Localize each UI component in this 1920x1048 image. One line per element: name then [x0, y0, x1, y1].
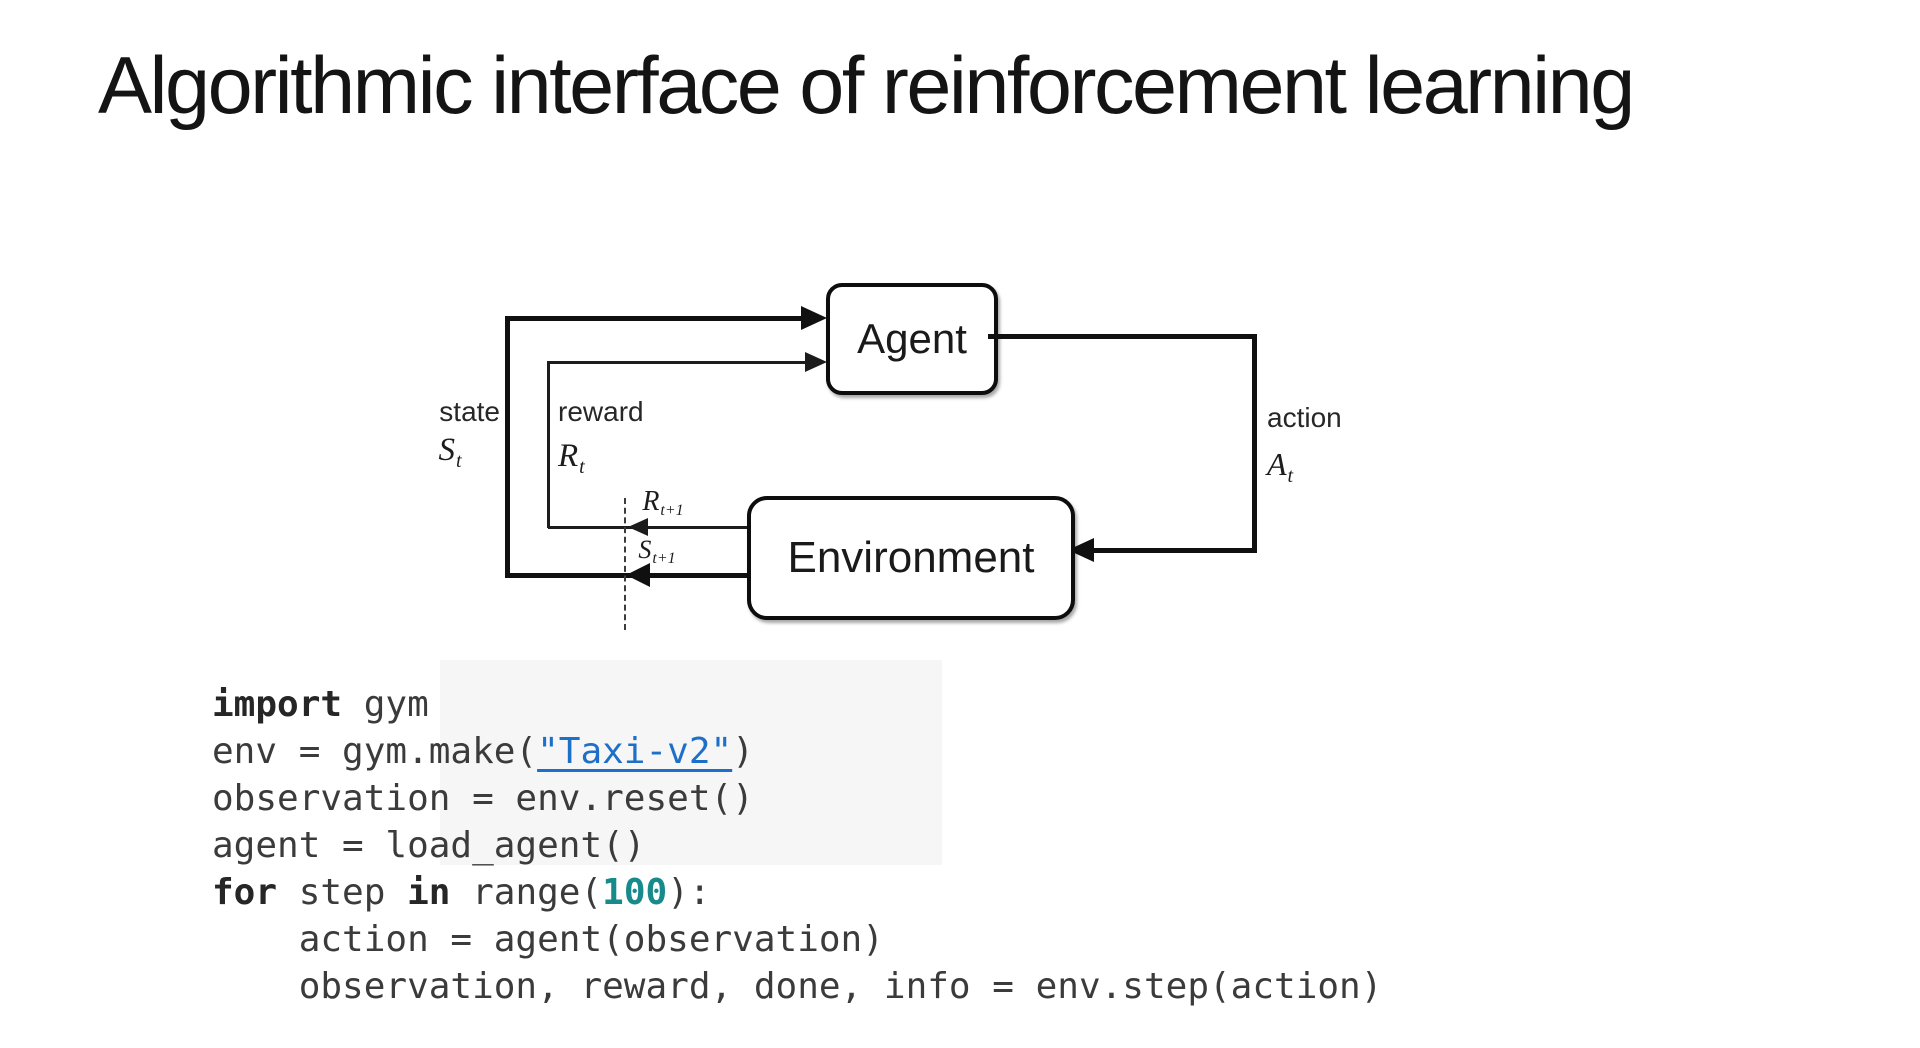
code-token: step — [277, 872, 408, 913]
code-line: observation = env.reset() — [212, 775, 1382, 822]
code-token: 100 — [602, 872, 668, 913]
state-arrowhead-icon — [801, 306, 827, 330]
code-line: observation, reward, done, info = env.st… — [212, 963, 1383, 1010]
reward-symbol: Rt — [558, 438, 585, 478]
code-token: observation = env.reset() — [212, 778, 754, 819]
action-line-vertical — [1252, 334, 1257, 553]
code-token: for — [212, 872, 278, 913]
action-symbol: At — [1267, 446, 1294, 487]
code-backdrop — [440, 660, 942, 865]
code-line: agent = load_agent() — [212, 822, 1382, 869]
taxi-v2-link[interactable]: "Taxi-v2" — [537, 731, 733, 772]
code-token: env = gym.make( — [212, 731, 538, 772]
code-line: for step in range(100): — [212, 869, 1382, 916]
code-token: import — [212, 684, 343, 725]
state-line-top — [505, 316, 803, 321]
agent-box: Agent — [826, 283, 998, 395]
state-next-symbol: St+1 — [638, 535, 676, 567]
state-symbol: St — [438, 432, 462, 472]
code-line: env = gym.make("Taxi-v2") — [212, 728, 1382, 775]
action-label: action — [1267, 402, 1342, 433]
code-token: observation, reward, done, info = env.st… — [212, 966, 1383, 1007]
code-line: import gym — [212, 681, 1382, 728]
environment-box: Environment — [747, 496, 1075, 620]
code-token: range( — [450, 872, 603, 913]
time-step-divider — [624, 498, 626, 630]
agent-label: Agent — [857, 315, 967, 362]
reward-arrowhead-icon — [805, 352, 827, 372]
state-next-arrowhead-icon — [626, 563, 650, 587]
action-line-bottom — [1085, 548, 1257, 553]
reward-next-symbol: Rt+1 — [642, 486, 684, 519]
code-line: action = agent(observation) — [212, 916, 1382, 963]
page-title: Algorithmic interface of reinforcement l… — [98, 41, 1635, 131]
code-token: agent = load_agent() — [212, 825, 646, 866]
environment-label: Environment — [787, 533, 1035, 582]
reward-next-arrowhead-icon — [628, 518, 648, 536]
reward-line-top — [547, 361, 807, 364]
code-token: action = agent(observation) — [212, 919, 884, 960]
state-label: state — [439, 396, 500, 427]
code-token: ): — [667, 872, 711, 913]
code-token: ) — [732, 731, 754, 772]
state-line-vertical — [505, 316, 510, 578]
action-line-top — [988, 334, 1257, 339]
code-token: gym — [342, 684, 429, 725]
reward-line-vertical — [547, 361, 550, 528]
reward-label: reward — [558, 396, 644, 427]
code-token: in — [407, 872, 451, 913]
